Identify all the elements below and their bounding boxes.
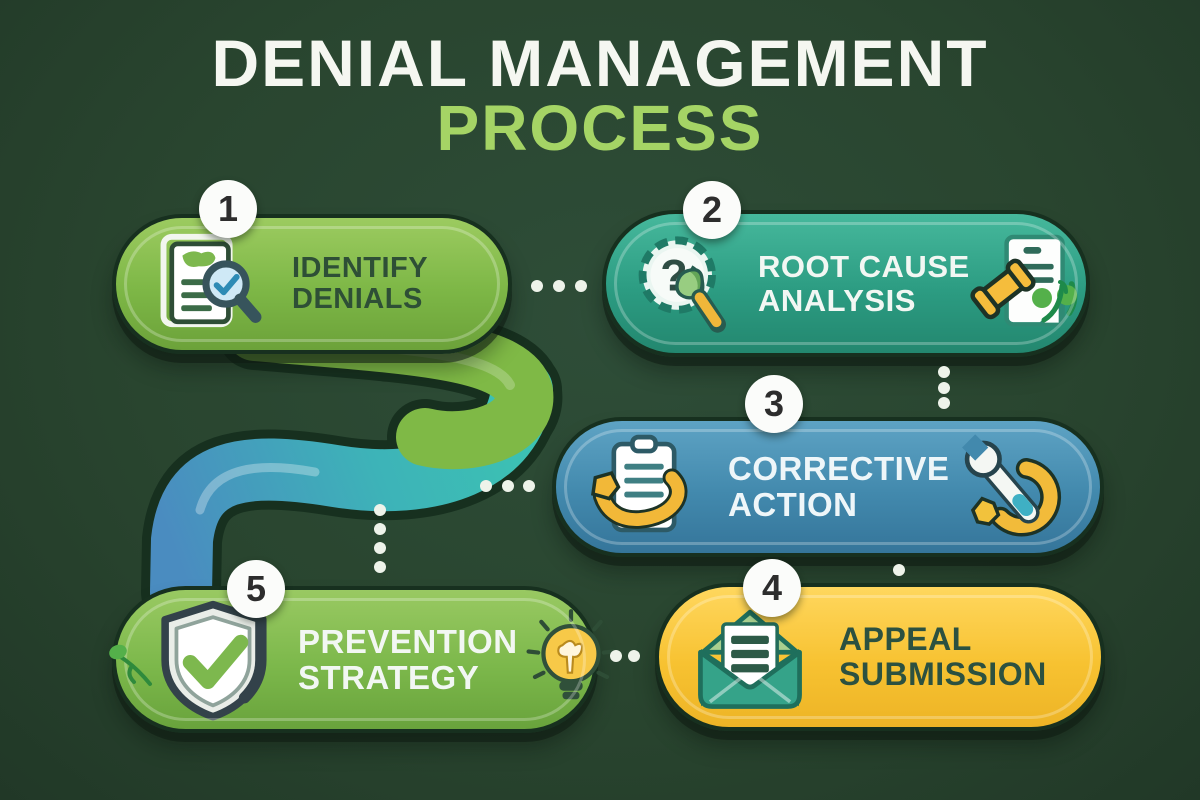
step-5-label-line-2: STRATEGY	[298, 658, 480, 696]
title-line-1: DENIAL MANAGEMENT	[211, 26, 989, 100]
infographic-title: DENIAL MANAGEMENT PROCESS	[0, 30, 1200, 160]
lightbulb-icon	[518, 604, 624, 716]
step-1-number-badge: 1	[199, 180, 257, 238]
step-3-corrective-action: CORRECTIVE ACTION	[552, 417, 1104, 557]
step-2-label-line-1: ROOT CAUSE	[758, 249, 970, 285]
document-magnifier-icon	[142, 225, 270, 343]
wrench-icon	[950, 429, 1070, 545]
clipboard-arrow-icon	[584, 429, 704, 545]
step-5-label-line-1: PREVENTION	[298, 622, 518, 660]
step-4-number-badge: 4	[743, 559, 801, 617]
document-gavel-icon	[970, 228, 1088, 340]
step-1-label-line-2: DENIALS	[292, 283, 423, 315]
step-4-label-line-2: SUBMISSION	[839, 656, 1047, 692]
step-5-label: PREVENTION STRATEGY	[298, 624, 518, 695]
step-4-label-line-1: APPEAL	[839, 621, 972, 658]
step-3-number-badge: 3	[745, 375, 803, 433]
question-magnifier-icon: ?	[628, 228, 740, 340]
step-4-label: APPEAL SUBMISSION	[839, 622, 1091, 691]
step-5-prevention-strategy: PREVENTION STRATEGY	[112, 586, 616, 733]
step-1-label-line-1: IDENTIFY	[292, 251, 429, 284]
envelope-icon	[687, 598, 813, 716]
step-3-label: CORRECTIVE ACTION	[728, 451, 950, 522]
step-1-label: IDENTIFY DENIALS	[292, 251, 508, 316]
shield-check-icon	[146, 597, 280, 723]
step-3-label-line-1: CORRECTIVE	[728, 450, 950, 488]
step-1-identify-denials: IDENTIFY DENIALS	[112, 214, 512, 354]
step-4-appeal-submission: APPEAL SUBMISSION	[655, 583, 1105, 731]
step-5-number-badge: 5	[227, 560, 285, 618]
step-3-label-line-2: ACTION	[728, 486, 858, 523]
step-2-label: ROOT CAUSE ANALYSIS	[758, 250, 970, 317]
title-line-2: PROCESS	[436, 92, 764, 164]
step-2-label-line-2: ANALYSIS	[758, 282, 916, 318]
step-2-number-badge: 2	[683, 181, 741, 239]
step-2-root-cause-analysis: ? ROOT CAUSE ANALYSIS	[602, 210, 1090, 357]
